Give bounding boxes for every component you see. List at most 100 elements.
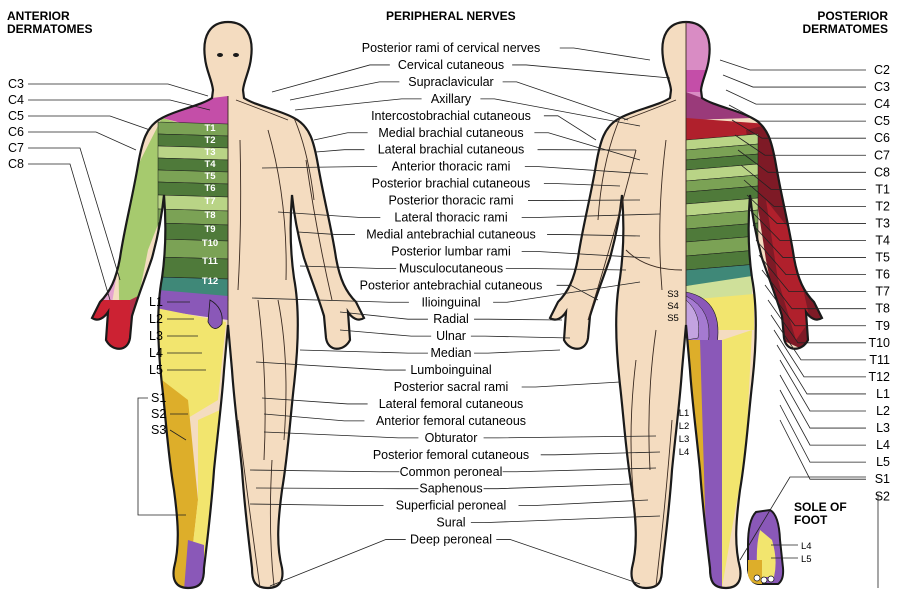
posterior-dermatome-label: T4 (875, 234, 890, 248)
posterior-dermatome-label: C6 (874, 131, 890, 145)
posterior-leg-label: L2 (679, 421, 690, 432)
posterior-sacral-label: S4 (667, 301, 679, 312)
peripheral-nerve-label: Medial brachial cutaneous (378, 126, 523, 140)
thoracic-band (158, 146, 228, 160)
nerve-leader (314, 133, 368, 140)
anterior-lumbar-label: L1 (149, 295, 163, 309)
peripheral-nerve-label: Anterior femoral cutaneous (376, 414, 526, 428)
nerve-leader (474, 319, 562, 320)
posterior-dermatome-label: T6 (875, 268, 890, 282)
posterior-dermatome-label: L1 (876, 387, 890, 401)
anterior-thoracic-label: T12 (202, 276, 218, 287)
anterior-sacral-label: S3 (151, 423, 166, 437)
thoracic-band (158, 209, 228, 225)
nerve-leader (270, 540, 406, 586)
anterior-cervical-label: C7 (8, 141, 24, 155)
sole-of-foot: L4 L5 (748, 510, 812, 584)
nerve-leader (300, 350, 428, 353)
peripheral-nerve-label: Supraclavicular (408, 75, 493, 89)
posterior-dermatome-label: T7 (875, 285, 890, 299)
anterior-leader (28, 164, 110, 300)
peripheral-nerve-label: Lateral thoracic rami (394, 211, 507, 225)
peripheral-nerve-label: Posterior brachial cutaneous (372, 177, 530, 191)
peripheral-nerve-label: Posterior femoral cutaneous (373, 448, 529, 462)
peripheral-nerve-label: Posterior antebrachial cutaneous (360, 278, 543, 292)
posterior-dermatome-label: T3 (875, 216, 890, 230)
anterior-thoracic-label: T6 (204, 183, 215, 194)
nerve-leader (484, 484, 632, 489)
peripheral-nerve-label: Medial antebrachial cutaneous (366, 227, 536, 241)
posterior-dermatome-label: L5 (876, 455, 890, 469)
nerve-leader (474, 350, 560, 353)
posterior-leg-label: L1 (679, 408, 690, 419)
posterior-leader (777, 345, 866, 394)
anterior-cervical-label: C6 (8, 125, 24, 139)
nerve-leader (506, 268, 626, 270)
thoracic-band (158, 134, 228, 148)
anterior-cervical-label: C3 (8, 77, 24, 91)
thoracic-band (158, 170, 228, 184)
anterior-lumbar-label: L4 (149, 346, 163, 360)
posterior-leader (780, 360, 866, 411)
nerve-leader (519, 500, 649, 506)
peripheral-nerve-label: Lateral brachial cutaneous (378, 143, 525, 157)
posterior-leader (723, 75, 866, 87)
peripheral-nerve-label: Cervical cutaneous (398, 58, 504, 72)
anterior-leader (28, 116, 150, 130)
posterior-dermatome-label: S2 (875, 489, 890, 503)
peripheral-nerve-label: Posterior sacral rami (394, 380, 509, 394)
anterior-eye (217, 53, 223, 57)
posterior-dermatome-label: C7 (874, 148, 890, 162)
posterior-leader (780, 375, 866, 428)
peripheral-nerve-label: Posterior thoracic rami (388, 194, 513, 208)
peripheral-nerve-label: Intercostobrachial cutaneous (371, 109, 531, 123)
sole-label-l5: L5 (801, 554, 812, 565)
thoracic-band (158, 182, 228, 197)
nerve-leader (340, 330, 431, 336)
peripheral-nerve-label: Anterior thoracic rami (392, 160, 511, 174)
nerve-leader (316, 150, 364, 152)
posterior-dermatome-label: C5 (874, 114, 890, 128)
nerve-leader (528, 200, 640, 201)
posterior-dermatome-label: C4 (874, 97, 890, 111)
anterior-sacral-label: S2 (151, 407, 166, 421)
nerve-leader (496, 540, 640, 584)
anterior-thoracic-label: T10 (202, 238, 218, 249)
nerve-leader (471, 516, 660, 523)
nerve-leader (512, 65, 670, 78)
peripheral-nerve-label: Median (431, 346, 472, 360)
anterior-thoracic-label: T5 (204, 171, 216, 182)
c7-region (130, 296, 144, 360)
anterior-thoracic-label: T7 (204, 196, 215, 207)
peripheral-nerve-label: Lumboinguinal (410, 363, 491, 377)
posterior-dermatome-label: C8 (874, 165, 890, 179)
nerve-leader (272, 65, 390, 92)
peripheral-nerve-label: Posterior rami of cervical nerves (362, 41, 541, 55)
peripheral-nerve-label: Common peroneal (400, 465, 503, 479)
anterior-thoracic-label: T1 (204, 123, 216, 134)
nerve-leader (544, 116, 596, 140)
thoracic-band (158, 195, 228, 211)
thoracic-band (158, 122, 228, 136)
peripheral-nerve-label: Musculocutaneous (399, 261, 503, 275)
posterior-leader (720, 60, 866, 70)
sole-toe (768, 576, 774, 582)
posterior-dermatome-label: T8 (875, 302, 890, 316)
nerve-leader (290, 82, 399, 100)
anterior-leader (28, 132, 136, 150)
peripheral-nerve-label: Superficial peroneal (396, 499, 507, 513)
sole-toe (754, 575, 760, 581)
anterior-leader (28, 84, 208, 96)
anterior-eye (233, 53, 239, 57)
peripheral-nerve-label: Saphenous (419, 482, 482, 496)
sole-label-l4: L4 (801, 541, 812, 552)
peripheral-nerve-label: Axillary (431, 92, 472, 106)
anterior-lumbar-label: L2 (149, 312, 163, 326)
thoracic-band (158, 158, 228, 172)
posterior-dermatome-label: T10 (868, 336, 890, 350)
peripheral-nerve-label: Posterior lumbar rami (391, 244, 510, 258)
peripheral-nerve-label: Ilioinguinal (421, 295, 480, 309)
anterior-thoracic-label: T9 (204, 224, 215, 235)
